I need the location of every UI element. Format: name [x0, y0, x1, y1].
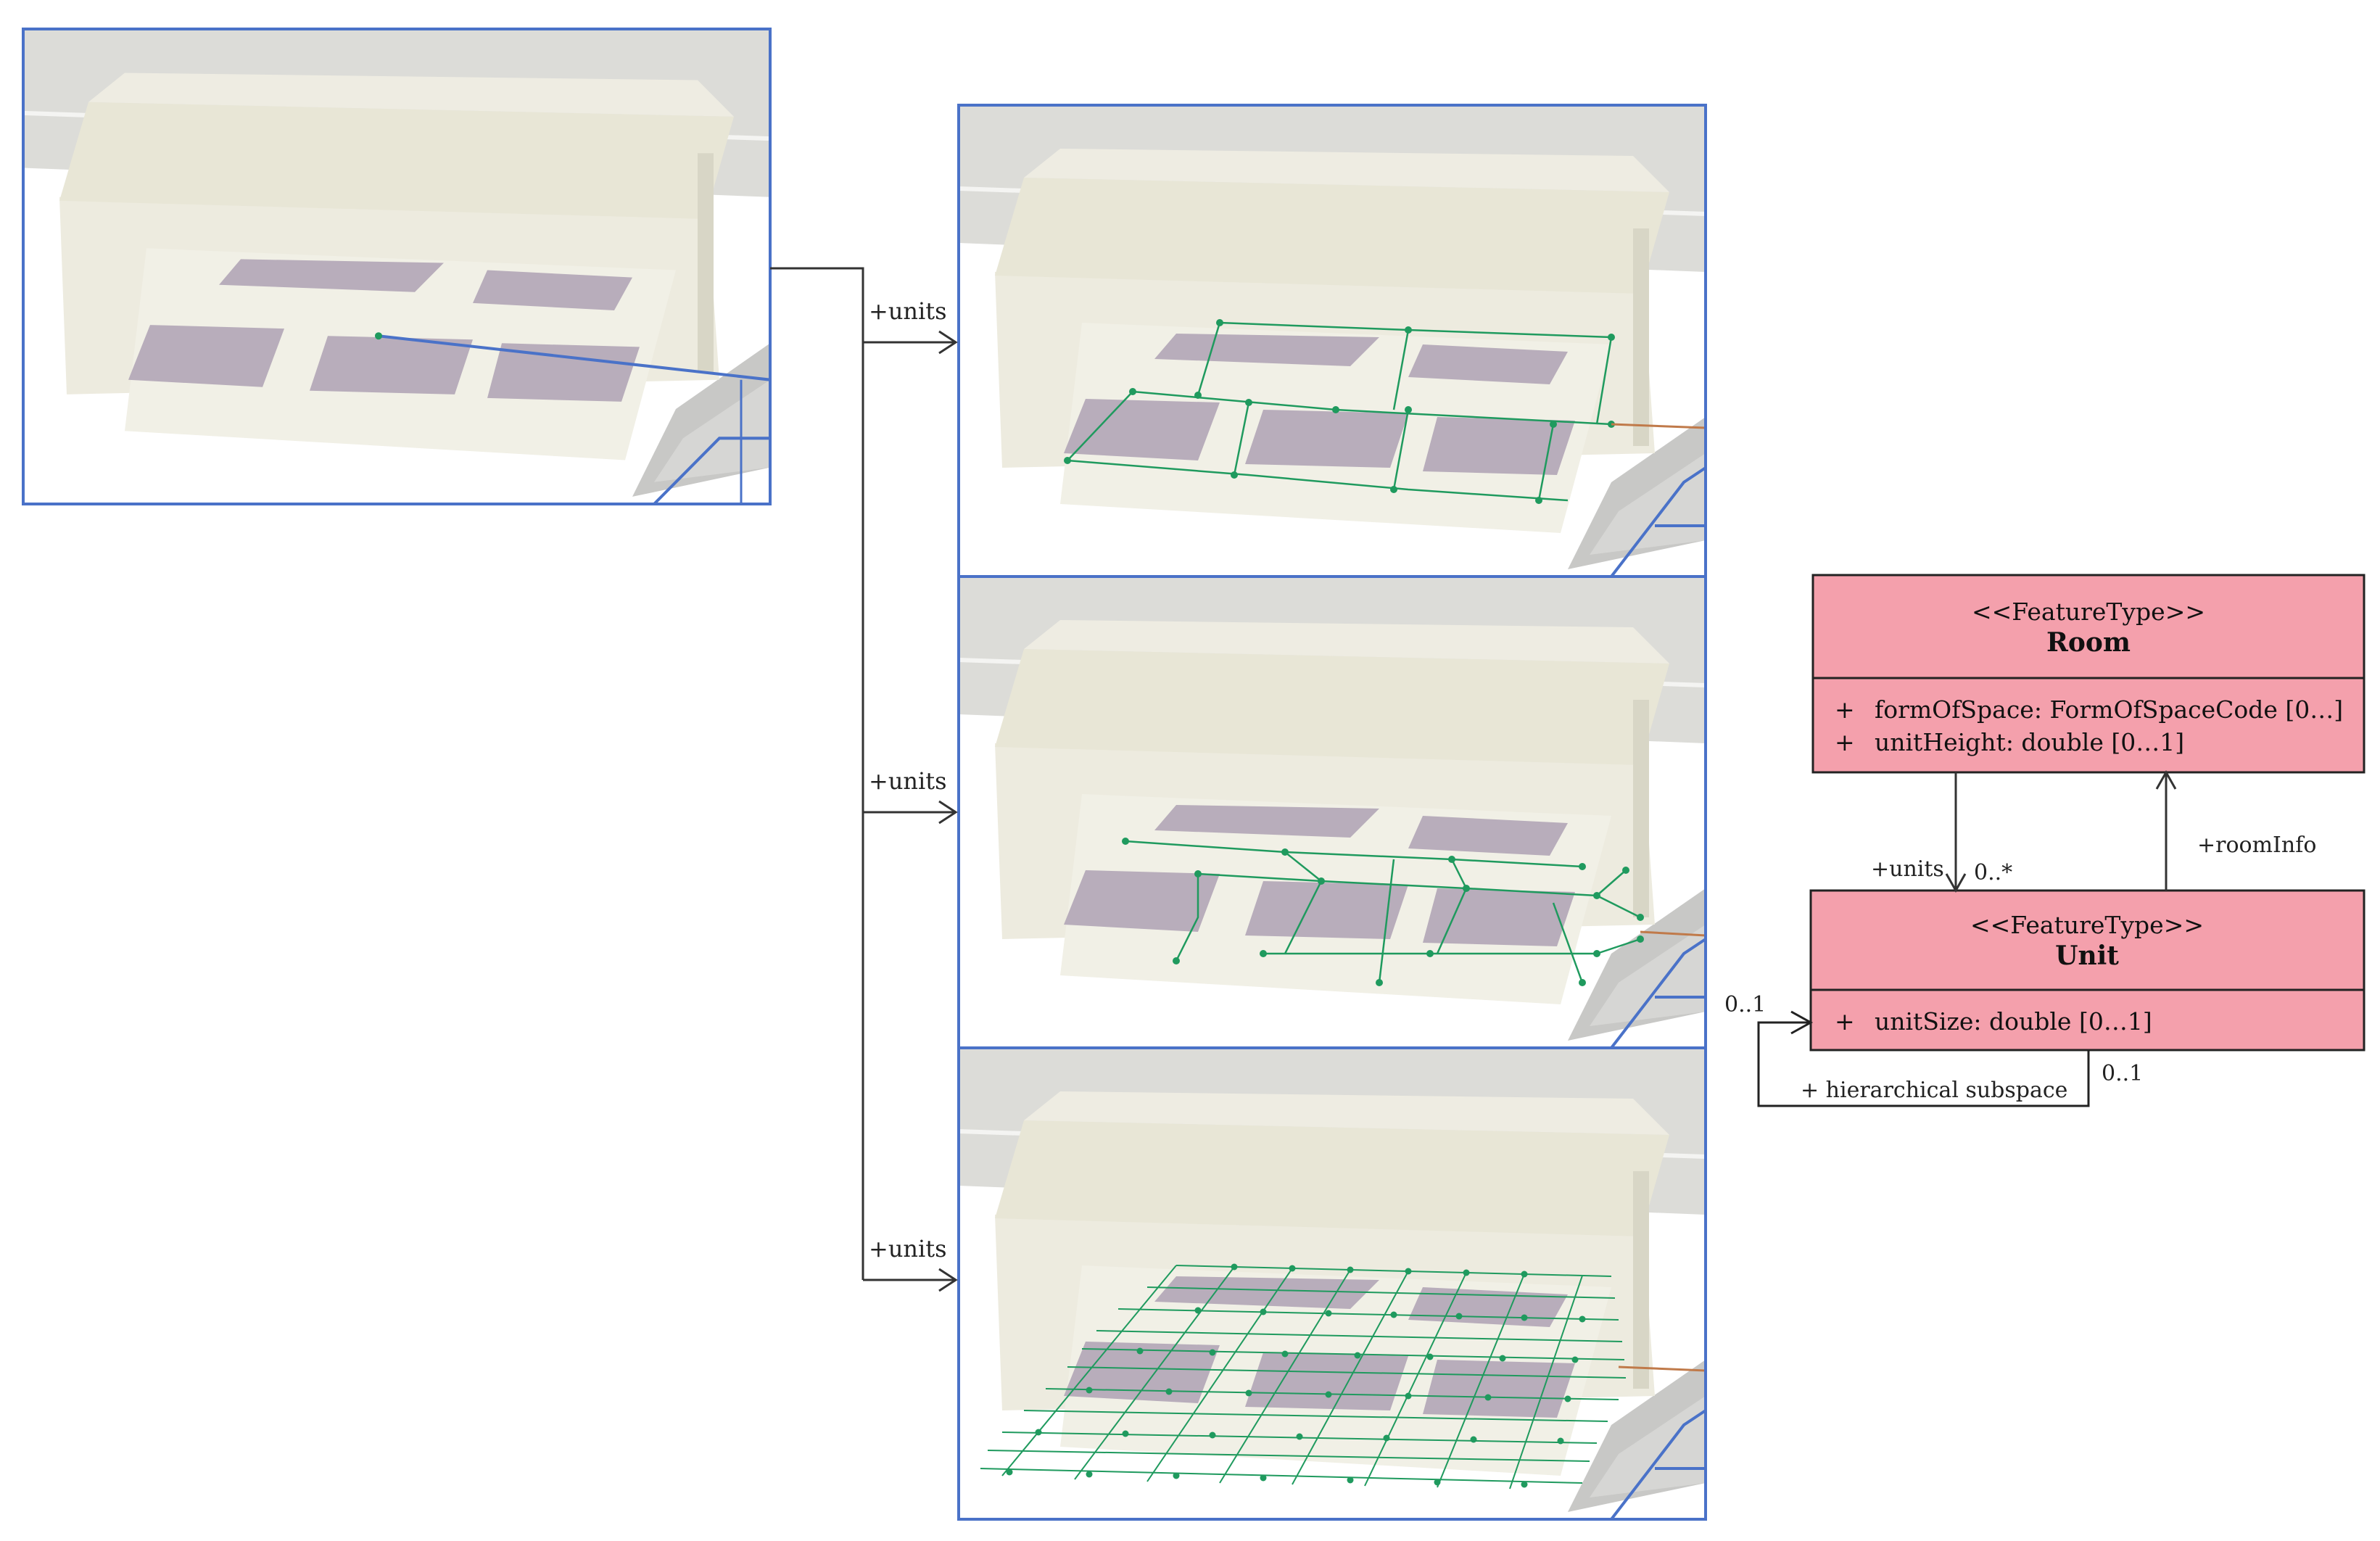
units-label-top: +units — [869, 297, 947, 325]
room-name: Room — [2046, 627, 2131, 658]
uml-self-association — [1757, 1010, 2090, 1107]
units-connector — [770, 267, 958, 1292]
panel-building-overview — [22, 28, 772, 505]
room-attr-plus-1: + — [1835, 695, 1855, 724]
uml-association-units — [1945, 772, 1967, 893]
uml-association-roominfo — [2155, 769, 2177, 891]
self-assoc-mult-out: 0..1 — [2102, 1061, 2143, 1086]
panel-grid-network — [957, 1046, 1707, 1521]
unit-name: Unit — [2055, 941, 2119, 971]
self-assoc-role: + hierarchical subspace — [1801, 1078, 2067, 1103]
panel-subspace-network — [957, 575, 1707, 1049]
assoc-roominfo-role: +roomInfo — [2197, 833, 2316, 858]
assoc-units-multiplicity: 0..* — [1974, 860, 2012, 885]
room-attr-unit-height: unitHeight: double [0…1] — [1875, 728, 2184, 756]
units-label-bottom: +units — [869, 1235, 947, 1263]
panel-room-network — [957, 104, 1707, 578]
uml-class-room: <<FeatureType>> Room + formOfSpace: Form… — [1811, 574, 2365, 774]
unit-attr-unit-size: unitSize: double [0…1] — [1875, 1007, 2152, 1036]
room-attr-plus-2: + — [1835, 728, 1855, 756]
assoc-units-role: +units — [1871, 856, 1944, 882]
self-assoc-mult-in: 0..1 — [1724, 992, 1766, 1017]
units-label-middle: +units — [869, 767, 947, 795]
unit-attr-plus-1: + — [1835, 1007, 1855, 1036]
room-attr-form-of-space: formOfSpace: FormOfSpaceCode [0…] — [1875, 695, 2343, 724]
room-stereotype: <<FeatureType>> — [1972, 598, 2205, 626]
uml-class-unit: <<FeatureType>> Unit + unitSize: double … — [1809, 889, 2365, 1052]
unit-stereotype: <<FeatureType>> — [1970, 911, 2204, 939]
